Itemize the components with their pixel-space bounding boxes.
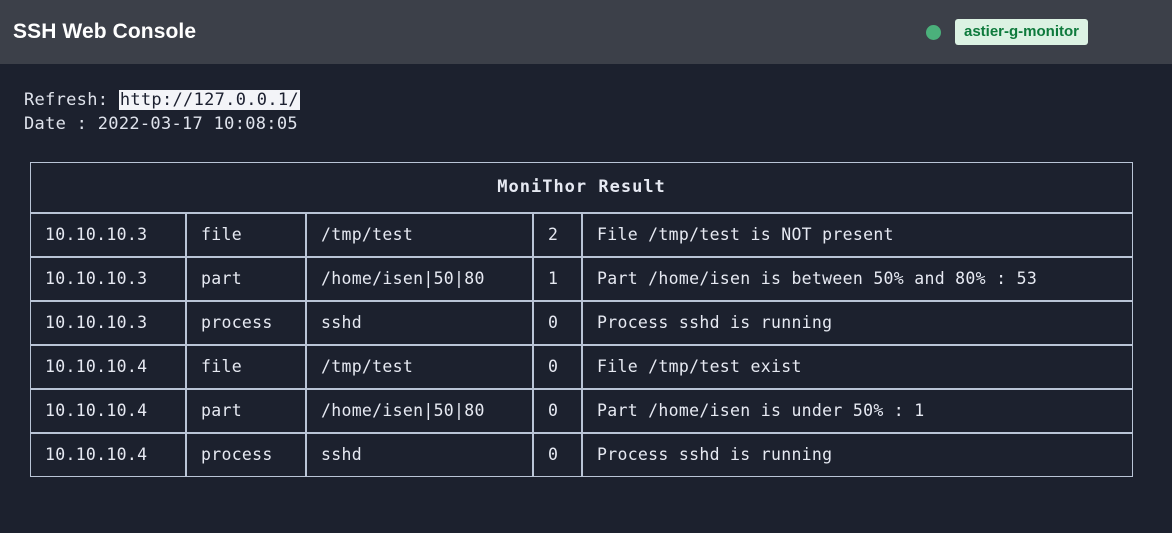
cell-host: 10.10.10.4 <box>30 433 186 477</box>
app-header: SSH Web Console astier-g-monitor <box>0 0 1172 64</box>
status-online-indicator-icon <box>925 24 941 40</box>
cell-target: sshd <box>306 301 533 345</box>
cell-host: 10.10.10.3 <box>30 301 186 345</box>
cell-status-code: 2 <box>533 213 582 257</box>
refresh-url-link[interactable]: http://127.0.0.1/ <box>118 90 300 110</box>
cell-message: File /tmp/test exist <box>582 345 1134 389</box>
cell-target: /home/isen|50|80 <box>306 257 533 301</box>
cell-host: 10.10.10.4 <box>30 345 186 389</box>
connection-status: astier-g-monitor <box>925 18 1088 46</box>
cell-message: File /tmp/test is NOT present <box>582 213 1134 257</box>
cell-check-type: process <box>186 433 306 477</box>
refresh-label: Refresh: <box>24 90 119 110</box>
cell-host: 10.10.10.3 <box>30 257 186 301</box>
cell-status-code: 0 <box>533 389 582 433</box>
cell-check-type: file <box>186 213 306 257</box>
table-title: MoniThor Result <box>30 162 1134 213</box>
refresh-line: Refresh: http://127.0.0.1/ <box>24 88 1172 112</box>
cell-message: Process sshd is running <box>582 301 1134 345</box>
cell-check-type: file <box>186 345 306 389</box>
cell-status-code: 0 <box>533 301 582 345</box>
cell-message: Part /home/isen is between 50% and 80% :… <box>582 257 1134 301</box>
table-title-row: MoniThor Result <box>30 162 1134 213</box>
date-line: Date : 2022-03-17 10:08:05 <box>24 114 298 134</box>
console-info: Refresh: http://127.0.0.1/ Date : 2022-0… <box>0 64 1172 136</box>
cell-check-type: process <box>186 301 306 345</box>
cell-status-code: 1 <box>533 257 582 301</box>
status-badge[interactable]: astier-g-monitor <box>954 18 1088 46</box>
cell-check-type: part <box>186 389 306 433</box>
page-title: SSH Web Console <box>13 20 197 43</box>
cell-target: /home/isen|50|80 <box>306 389 533 433</box>
cell-target: /tmp/test <box>306 213 533 257</box>
cell-check-type: part <box>186 257 306 301</box>
cell-target: sshd <box>306 433 533 477</box>
cell-host: 10.10.10.4 <box>30 389 186 433</box>
cell-status-code: 0 <box>533 433 582 477</box>
cell-host: 10.10.10.3 <box>30 213 186 257</box>
cell-status-code: 0 <box>533 345 582 389</box>
cell-target: /tmp/test <box>306 345 533 389</box>
cell-message: Part /home/isen is under 50% : 1 <box>582 389 1134 433</box>
cell-message: Process sshd is running <box>582 433 1134 477</box>
